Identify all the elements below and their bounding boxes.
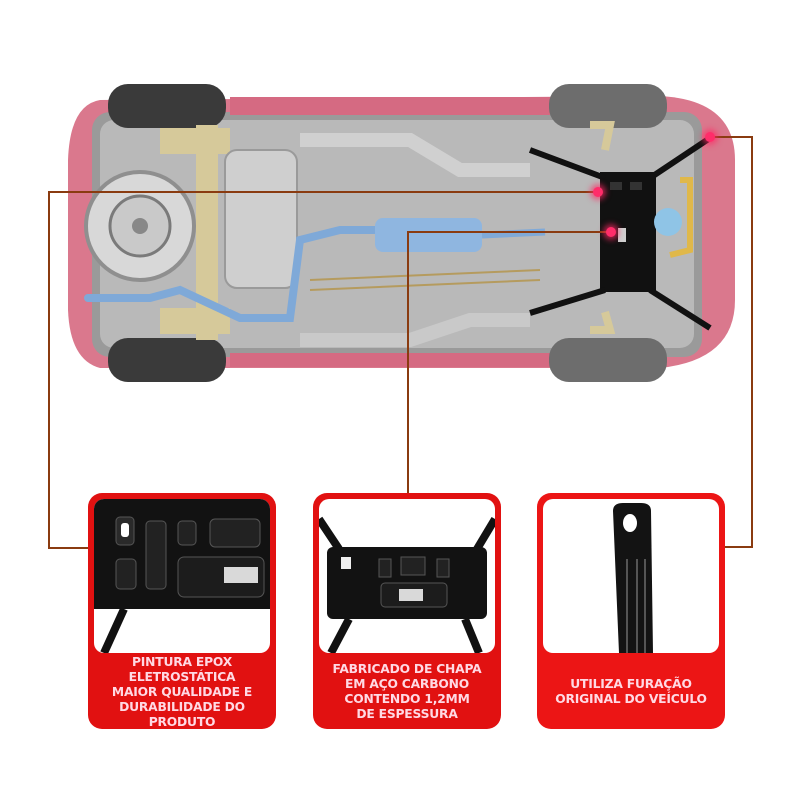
steel-frame-photo: [319, 499, 495, 653]
rear-axle: [160, 125, 230, 340]
connector-line-1: [48, 191, 598, 193]
hotspot-crossmember-top[interactable]: [593, 187, 603, 197]
car-underbody-illustration: [68, 84, 735, 382]
connector-line-1: [48, 191, 50, 549]
hotspot-mount-arm[interactable]: [705, 132, 715, 142]
chassis-rails: [300, 133, 541, 347]
connector-line-3: [724, 546, 753, 548]
connector-line-3: [710, 136, 753, 138]
feature-card-original-holes: UTILIZA FURAÇÃO ORIGINAL DO VEÍCULO: [537, 493, 725, 729]
tires: [108, 84, 667, 382]
mounting-arm-photo: [543, 499, 719, 653]
feature-card-epoxy-paint: PINTURA EPOX ELETROSTÁTICA MAIOR QUALIDA…: [88, 493, 276, 729]
spare-wheel: [84, 170, 196, 282]
painted-plate-photo: [94, 499, 270, 653]
connector-line-2: [407, 231, 611, 233]
fuel-tank: [224, 149, 298, 289]
feature-caption-3: UTILIZA FURAÇÃO ORIGINAL DO VEÍCULO: [555, 677, 707, 706]
connector-line-3: [751, 136, 753, 548]
feature-card-carbon-steel: FABRICADO DE CHAPA EM AÇO CARBONO CONTEN…: [313, 493, 501, 729]
engine-bay: [590, 121, 693, 334]
connector-line-1: [48, 547, 90, 549]
hotspot-center-plate[interactable]: [606, 227, 616, 237]
feature-caption-2: FABRICADO DE CHAPA EM AÇO CARBONO CONTEN…: [332, 662, 482, 721]
feature-caption-1: PINTURA EPOX ELETROSTÁTICA MAIOR QUALIDA…: [111, 654, 253, 729]
connector-line-2: [407, 231, 409, 494]
